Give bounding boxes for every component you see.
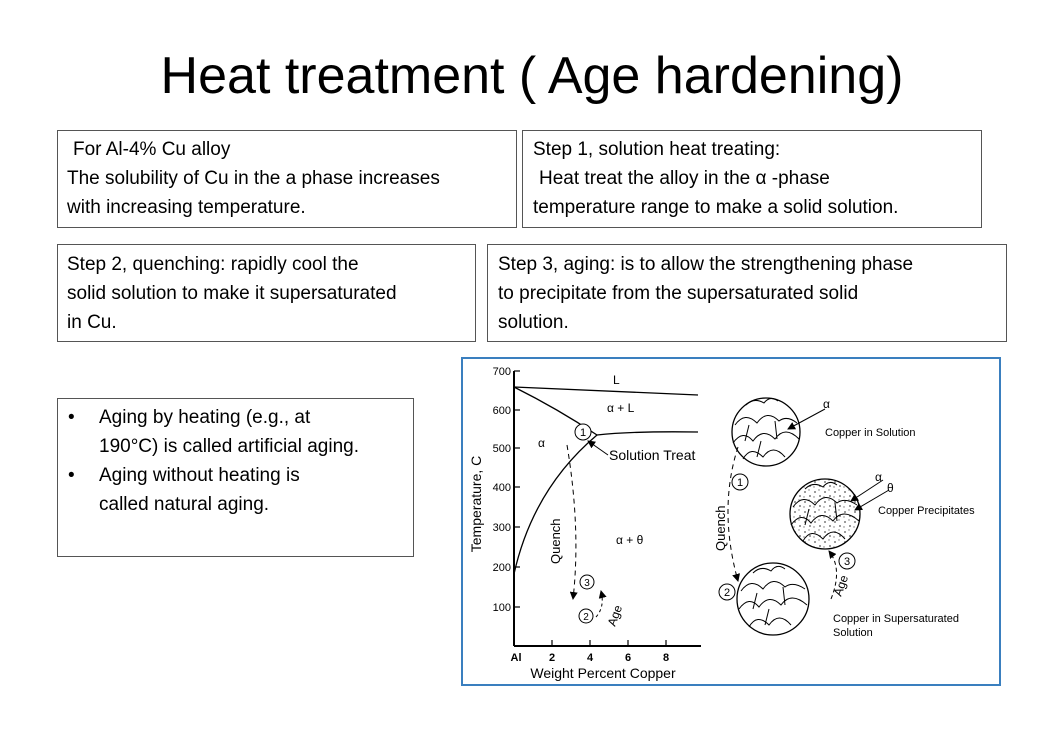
alloy-line-2: The solubility of Cu in the a phase incr… bbox=[67, 168, 440, 189]
microstructure-supersaturated bbox=[736, 562, 810, 636]
alpha-pointer-mid bbox=[850, 479, 884, 502]
quench-label: Quench bbox=[548, 518, 563, 564]
micro-quench-path bbox=[727, 446, 740, 582]
y-axis-ticks bbox=[514, 370, 520, 608]
eutectic-line bbox=[596, 431, 699, 436]
copper-supersaturated-line1: Copper in Supersaturated bbox=[833, 613, 959, 625]
step3-box: Step 3, aging: is to allow the strengthe… bbox=[487, 244, 1007, 342]
age-hardening-figure: 700 600 500 400 300 200 100 Al 2 4 6 8 W… bbox=[461, 357, 1001, 686]
bullet-icon: • bbox=[68, 407, 75, 428]
age-hardening-diagram: 700 600 500 400 300 200 100 Al 2 4 6 8 W… bbox=[468, 366, 975, 681]
solution-treat-label: Solution Treat bbox=[609, 447, 695, 463]
solution-treat-arrow bbox=[587, 440, 609, 456]
step2-line-2: solid solution to make it supersaturated bbox=[67, 283, 397, 304]
age-path bbox=[595, 590, 607, 618]
y-axis-label: Temperature, C bbox=[468, 456, 484, 552]
micro-alpha-label-top: α bbox=[823, 397, 830, 411]
region-alpha: α bbox=[538, 436, 545, 450]
y-tick-label-400: 400 bbox=[493, 482, 511, 494]
step1-line-3: temperature range to make a solid soluti… bbox=[533, 197, 899, 218]
x-tick-label-4: 4 bbox=[587, 652, 594, 664]
y-tick-label-200: 200 bbox=[493, 562, 511, 574]
x-tick-label-8: 8 bbox=[663, 652, 669, 664]
alpha-pointer-top bbox=[787, 408, 826, 430]
step2-line-1: Step 2, quenching: rapidly cool the bbox=[67, 254, 359, 275]
step2-box: Step 2, quenching: rapidly cool the soli… bbox=[57, 244, 476, 342]
micro-theta-label: θ bbox=[887, 481, 894, 495]
step-marker-1 bbox=[574, 423, 592, 441]
bullet2-line-1: Aging without heating is bbox=[99, 465, 300, 486]
step-number-3: 3 bbox=[584, 578, 590, 589]
region-alpha-liquid: α + L bbox=[607, 401, 635, 415]
bullet-artificial-aging: • Aging by heating (e.g., at 190°C) is c… bbox=[68, 403, 405, 461]
region-liquid: L bbox=[613, 373, 620, 387]
copper-precipitates-label: Copper Precipitates bbox=[878, 505, 975, 517]
y-tick-label-600: 600 bbox=[493, 405, 511, 417]
theta-pointer bbox=[854, 489, 890, 511]
y-tick-label-100: 100 bbox=[493, 602, 511, 614]
y-tick-label-500: 500 bbox=[493, 443, 511, 455]
x-tick-label-2: 2 bbox=[549, 652, 555, 664]
bullet-natural-aging: • Aging without heating is called natura… bbox=[68, 461, 405, 519]
phase-region-labels: L α + L α α + θ bbox=[538, 373, 644, 547]
step3-line-3: solution. bbox=[498, 312, 569, 333]
x-tick-label-al: Al bbox=[511, 652, 522, 664]
micro-step-number-2: 2 bbox=[724, 587, 730, 599]
x-axis-ticks bbox=[551, 640, 667, 646]
liquidus-line bbox=[513, 386, 699, 396]
y-tick-labels: 700 600 500 400 300 200 100 bbox=[493, 366, 511, 614]
copper-in-solution-label: Copper in Solution bbox=[825, 427, 916, 439]
micro-step-number-3: 3 bbox=[844, 556, 850, 568]
quench-path bbox=[566, 444, 578, 600]
alloy-line-1: For Al-4% Cu alloy bbox=[73, 139, 231, 160]
bullet2-line-2: called natural aging. bbox=[99, 494, 270, 515]
copper-supersaturated-line2: Solution bbox=[833, 627, 873, 639]
bullet1-line-1: Aging by heating (e.g., at bbox=[99, 407, 311, 428]
micro-alpha-label-mid: α bbox=[875, 470, 882, 484]
y-tick-label-700: 700 bbox=[493, 366, 511, 378]
alloy-line-3: with increasing temperature. bbox=[67, 197, 306, 218]
micro-step-marker-3 bbox=[838, 552, 856, 570]
step1-line-1: Step 1, solution heat treating: bbox=[533, 139, 781, 160]
alloy-info-box: For Al-4% Cu alloy The solubility of Cu … bbox=[57, 130, 517, 228]
micro-quench-label: Quench bbox=[713, 505, 728, 551]
slide-title: Heat treatment ( Age hardening) bbox=[160, 47, 904, 105]
micro-step-marker-2 bbox=[718, 583, 736, 601]
x-tick-label-6: 6 bbox=[625, 652, 631, 664]
step1-box: Step 1, solution heat treating: Heat tre… bbox=[522, 130, 982, 228]
microstructure-solution bbox=[731, 397, 801, 467]
age-label: Age bbox=[605, 603, 626, 628]
step3-line-2: to precipitate from the supersaturated s… bbox=[498, 283, 859, 304]
x-tick-labels: Al 2 4 6 8 bbox=[511, 652, 670, 664]
axes bbox=[513, 371, 701, 647]
y-tick-label-300: 300 bbox=[493, 522, 511, 534]
bullet-icon: • bbox=[68, 465, 75, 486]
step1-line-2: Heat treat the alloy in the α -phase bbox=[539, 168, 830, 189]
step-marker-2 bbox=[578, 608, 594, 624]
bullet1-line-2: 190°C) is called artificial aging. bbox=[99, 436, 359, 457]
aging-notes-box: • Aging by heating (e.g., at 190°C) is c… bbox=[57, 398, 414, 557]
region-alpha-theta: α + θ bbox=[616, 533, 644, 547]
micro-step-number-1: 1 bbox=[737, 477, 743, 489]
micro-age-label: Age bbox=[831, 573, 852, 598]
step2-line-3: in Cu. bbox=[67, 312, 117, 333]
micro-step-marker-1 bbox=[731, 473, 749, 491]
step3-line-1: Step 3, aging: is to allow the strengthe… bbox=[498, 254, 914, 275]
phase-boundaries bbox=[513, 386, 699, 575]
step-number-1: 1 bbox=[580, 427, 586, 439]
step-number-2: 2 bbox=[583, 612, 589, 623]
microstructure-precipitates bbox=[789, 478, 861, 550]
x-axis-label: Weight Percent Copper bbox=[530, 665, 676, 681]
step-marker-3 bbox=[579, 574, 595, 590]
solvus-line bbox=[513, 434, 598, 575]
aging-bullet-list: • Aging by heating (e.g., at 190°C) is c… bbox=[68, 403, 405, 519]
